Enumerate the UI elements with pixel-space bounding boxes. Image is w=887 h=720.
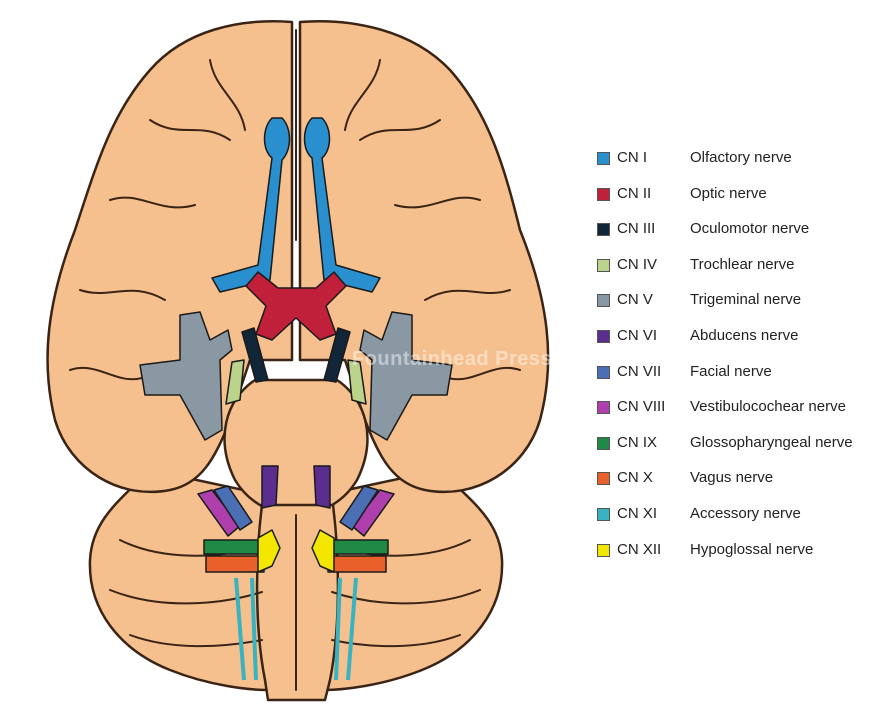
legend-code: CN X [617, 469, 653, 487]
legend-label: Vestibulocochear nerve [690, 398, 846, 416]
watermark-text: Fountainhead Press [352, 348, 553, 370]
legend-code: CN IX [617, 433, 658, 451]
legend-code: CN XI [617, 504, 658, 522]
legend-swatch [597, 294, 610, 308]
legend-swatch [597, 365, 610, 379]
legend-code: CN XII [617, 540, 662, 558]
pons [223, 378, 369, 517]
legend-item: CN V Trigeminal nerve [597, 289, 882, 325]
legend-label: Accessory nerve [690, 504, 801, 522]
olfactory-nerve [211, 117, 381, 293]
trochlear-nerve [225, 359, 367, 405]
legend-swatch [597, 258, 610, 272]
legend-label: Abducens nerve [690, 326, 799, 344]
legend-label: Glossopharyngeal nerve [690, 433, 853, 451]
legend-item: CN III Oculomotor nerve [597, 218, 882, 254]
legend-swatch [597, 329, 610, 343]
legend-item: CN IV Trochlear nerve [597, 254, 882, 290]
legend-swatch [597, 543, 610, 557]
legend-item: CN II Optic nerve [597, 183, 882, 219]
legend-code: CN II [617, 184, 652, 202]
legend-swatch [597, 436, 610, 450]
legend-swatch [597, 187, 610, 201]
legend-swatch [597, 507, 610, 521]
legend-code: CN VI [617, 326, 658, 344]
legend-swatch [597, 152, 610, 165]
vestibulocochlear-nerve [197, 489, 395, 537]
legend-label: Olfactory nerve [690, 149, 792, 166]
legend-label: Facial nerve [690, 362, 772, 380]
facial-nerve [213, 485, 379, 531]
oculomotor-nerve [241, 327, 351, 383]
trigeminal-nerve [139, 311, 453, 441]
legend-label: Trochlear nerve [690, 255, 795, 273]
legend-code: CN VII [617, 362, 662, 380]
legend-code: CN V [617, 291, 653, 309]
abducens-nerve [261, 465, 331, 509]
legend-item: CN X Vagus nerve [597, 467, 882, 503]
legend-item: CN IX Glossopharyngeal nerve [597, 432, 882, 468]
legend-label: Hypoglossal nerve [690, 540, 814, 558]
legend-label: Optic nerve [690, 184, 767, 202]
legend-code: CN I [617, 149, 647, 166]
legend-swatch [597, 472, 610, 486]
legend-item: CN I Olfactory nerve [597, 147, 882, 183]
legend-item: CN VI Abducens nerve [597, 325, 882, 361]
legend-label: Oculomotor nerve [690, 220, 810, 238]
legend-item: CN VIII Vestibulocochear nerve [597, 396, 882, 432]
vagus-nerve [205, 555, 387, 573]
legend-item: CN XI Accessory nerve [597, 503, 882, 539]
legend-code: CN IV [617, 255, 658, 273]
legend-label: Vagus nerve [690, 469, 774, 487]
hypoglossal-nerve [257, 529, 335, 573]
legend-swatch [597, 223, 610, 237]
legend-swatch [597, 401, 610, 415]
accessory-nerve [234, 577, 358, 681]
legend-item: CN XII Hypoglossal nerve [597, 539, 882, 575]
legend-code: CN VIII [617, 398, 666, 416]
optic-nerve [245, 271, 347, 341]
legend-code: CN III [617, 220, 656, 238]
legend-item: CN VII Facial nerve [597, 361, 882, 397]
legend-label: Trigeminal nerve [690, 291, 802, 309]
